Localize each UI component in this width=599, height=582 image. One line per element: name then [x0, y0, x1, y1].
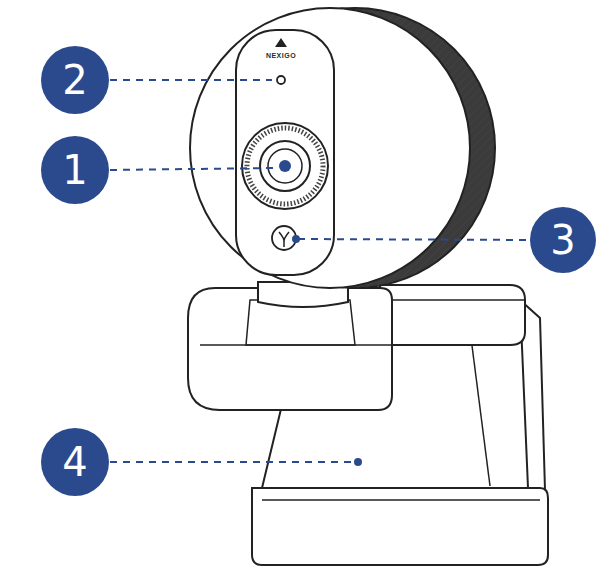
- callout-number: 2: [45, 50, 105, 110]
- face-panel: [236, 30, 334, 275]
- clip-line: [200, 344, 392, 346]
- leader-end: [354, 458, 362, 466]
- callout-circle: [41, 46, 109, 114]
- front-face: [190, 8, 470, 288]
- hinge-bar: [380, 285, 525, 345]
- hinge-line: [380, 299, 525, 301]
- microphone: [277, 76, 285, 84]
- lens-knurl: [247, 128, 323, 204]
- callout-circle: [41, 428, 109, 496]
- lens: [260, 141, 310, 191]
- leader-line: [110, 461, 356, 463]
- leg-line: [470, 330, 490, 486]
- stand-foot: [252, 488, 548, 565]
- callout-number: 3: [533, 210, 593, 270]
- bulb-icon: [279, 232, 289, 247]
- lens-ring: [242, 123, 328, 209]
- foot-line: [262, 499, 540, 501]
- lens-inner: [268, 149, 302, 183]
- callout-number: 1: [45, 140, 105, 200]
- leader-line: [298, 239, 530, 240]
- leader-end: [279, 160, 291, 172]
- leader-dots: [279, 160, 362, 466]
- brand-logo: NEXIGO: [261, 50, 301, 60]
- leader-line: [110, 168, 274, 170]
- callout-circle: [41, 136, 109, 204]
- logo-mark: [275, 38, 287, 47]
- leader-line: [110, 79, 272, 81]
- leader-lines: [110, 80, 530, 462]
- callout-circle: [530, 207, 596, 273]
- callout-number: 4: [45, 432, 105, 492]
- leader-end: [292, 235, 300, 243]
- callout-circles: [41, 46, 596, 496]
